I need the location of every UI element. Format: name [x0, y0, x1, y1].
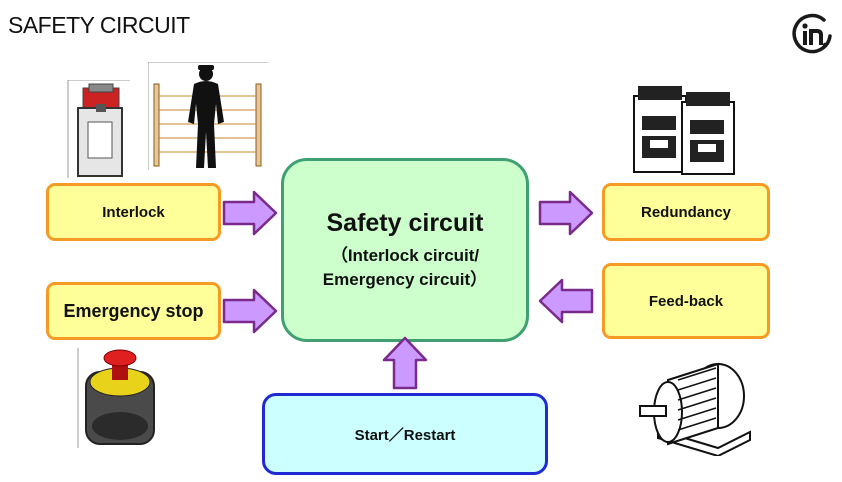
start-restart-box: Start／Restart [262, 393, 548, 475]
arrow-feedback-to-center [538, 278, 594, 324]
page-title: SAFETY CIRCUIT [8, 12, 190, 38]
arrow-start-to-center [382, 336, 428, 390]
light-curtain-worker-icon [148, 62, 270, 172]
arrow-emergency-to-center [222, 288, 278, 334]
emergency-stop-box: Emergency stop [46, 282, 221, 340]
in-logo-icon [790, 12, 834, 56]
emergency-stop-label: Emergency stop [63, 300, 204, 321]
interlock-label: Interlock [102, 203, 165, 221]
arrow-center-to-redundancy [538, 190, 594, 236]
arrow-interlock-to-center [222, 190, 278, 236]
contactor-icon [630, 80, 740, 180]
safety-circuit-box: Safety circuit （Interlock circuit/ Emerg… [281, 158, 529, 342]
interlock-switch-icon [66, 80, 134, 178]
motor-icon [638, 360, 762, 456]
interlock-box: Interlock [46, 183, 221, 241]
safety-circuit-subtitle-line1: （Interlock circuit/ [330, 245, 480, 265]
redundancy-label: Redundancy [640, 203, 731, 221]
emergency-stop-button-icon [76, 346, 162, 450]
feedback-box: Feed-back [602, 263, 770, 339]
start-restart-label: Start／Restart [354, 426, 456, 444]
redundancy-box: Redundancy [602, 183, 770, 241]
safety-circuit-subtitle-line2: Emergency circuit） [322, 269, 488, 289]
feedback-label: Feed-back [648, 292, 724, 310]
safety-circuit-title: Safety circuit [326, 208, 484, 237]
